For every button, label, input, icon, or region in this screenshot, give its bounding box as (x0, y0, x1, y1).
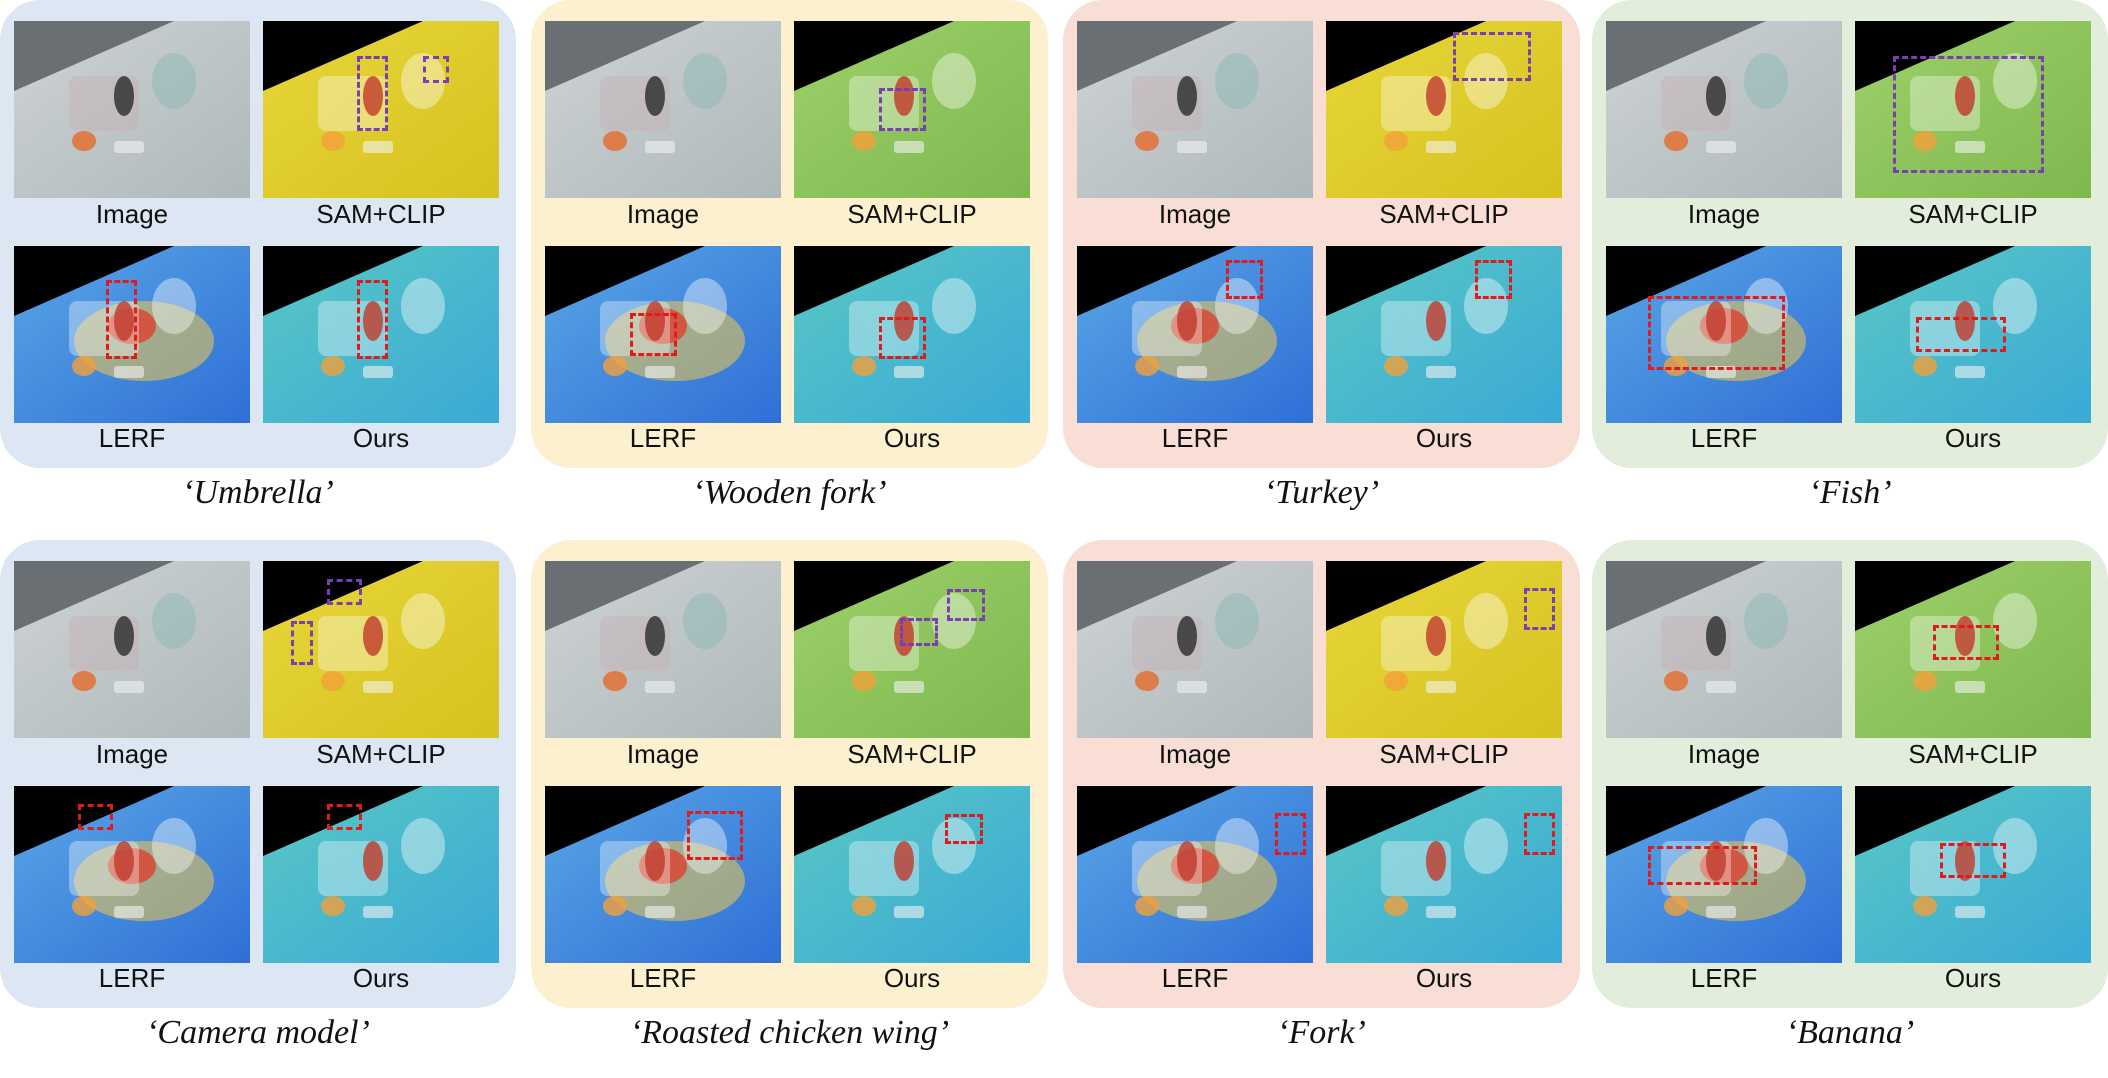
sam-clip-result-image (263, 21, 499, 198)
ours-label: Ours (1944, 963, 2002, 993)
query-caption: ‘Roasted chicken wing’ (629, 1014, 950, 1051)
lerf-result-image (1606, 786, 1842, 963)
sam-clip-result-image (1326, 561, 1562, 738)
dashed-highlight-box (423, 56, 450, 83)
dashed-highlight-box (1524, 812, 1555, 856)
ours-result-image (263, 246, 499, 423)
lerf-result-image (14, 786, 250, 963)
lerf-label: LERF (98, 423, 166, 453)
lerf-result-image (1077, 786, 1313, 963)
lerf-result-image (545, 246, 781, 423)
ours-label: Ours (1944, 423, 2002, 453)
image-result-image (1606, 21, 1842, 198)
sam-clip-label: SAM+CLIP (1379, 739, 1509, 769)
ours-label: Ours (352, 963, 410, 993)
dashed-highlight-box (1892, 56, 2044, 174)
sam-clip-result-image (794, 21, 1030, 198)
image-result-image (1077, 21, 1313, 198)
dashed-highlight-box (1648, 295, 1786, 370)
lerf-label: LERF (629, 423, 697, 453)
dashed-highlight-box (686, 810, 744, 861)
image-label: Image (95, 199, 169, 229)
dashed-highlight-box (357, 279, 389, 360)
image-label: Image (626, 199, 700, 229)
lerf-result-image (1606, 246, 1842, 423)
image-result-image (1077, 561, 1313, 738)
dashed-highlight-box (947, 589, 986, 622)
image-result-image (545, 561, 781, 738)
image-label: Image (1687, 199, 1761, 229)
dashed-highlight-box (1648, 846, 1758, 886)
dashed-highlight-box (1916, 316, 2007, 353)
ours-result-image (263, 786, 499, 963)
ours-result-image (1855, 246, 2091, 423)
sam-clip-label: SAM+CLIP (1908, 739, 2038, 769)
sam-clip-label: SAM+CLIP (1908, 199, 2038, 229)
sam-clip-result-image (794, 561, 1030, 738)
query-caption: ‘Camera model’ (146, 1014, 370, 1051)
sam-clip-label: SAM+CLIP (316, 199, 446, 229)
dashed-highlight-box (629, 313, 678, 356)
dashed-highlight-box (878, 88, 927, 131)
dashed-highlight-box (1939, 842, 2007, 879)
image-result-image (545, 21, 781, 198)
ours-result-image (794, 246, 1030, 423)
dashed-highlight-box (1474, 260, 1513, 300)
sam-clip-label: SAM+CLIP (1379, 199, 1509, 229)
image-label: Image (626, 739, 700, 769)
image-label: Image (1158, 739, 1232, 769)
image-result-image (14, 21, 250, 198)
dashed-highlight-box (1453, 31, 1532, 82)
dashed-highlight-box (1932, 624, 1999, 661)
ours-result-image (1326, 786, 1562, 963)
query-caption: ‘Turkey’ (1263, 474, 1380, 511)
image-label: Image (95, 739, 169, 769)
ours-result-image (1326, 246, 1562, 423)
dashed-highlight-box (1275, 812, 1306, 856)
lerf-result-image (1077, 246, 1313, 423)
lerf-label: LERF (1690, 423, 1758, 453)
sam-clip-label: SAM+CLIP (847, 739, 977, 769)
dashed-highlight-box (900, 617, 938, 646)
lerf-result-image (545, 786, 781, 963)
sam-clip-label: SAM+CLIP (847, 199, 977, 229)
dashed-highlight-box (326, 803, 363, 831)
sam-clip-label: SAM+CLIP (316, 739, 446, 769)
lerf-label: LERF (629, 963, 697, 993)
lerf-result-image (14, 246, 250, 423)
dashed-highlight-box (357, 56, 389, 131)
ours-label: Ours (883, 423, 941, 453)
lerf-label: LERF (1161, 423, 1229, 453)
ours-label: Ours (352, 423, 410, 453)
dashed-highlight-box (291, 621, 313, 666)
image-result-image (14, 561, 250, 738)
lerf-label: LERF (1690, 963, 1758, 993)
sam-clip-result-image (1855, 21, 2091, 198)
query-caption: ‘Fish’ (1808, 474, 1892, 511)
ours-label: Ours (1415, 423, 1473, 453)
query-caption: ‘Fork’ (1277, 1014, 1366, 1051)
query-caption: ‘Wooden fork’ (692, 474, 887, 511)
dashed-highlight-box (326, 578, 363, 606)
image-label: Image (1158, 199, 1232, 229)
query-caption: ‘Banana’ (1785, 1014, 1915, 1051)
dashed-highlight-box (878, 316, 927, 360)
dashed-highlight-box (1225, 260, 1264, 300)
dashed-highlight-box (945, 814, 983, 845)
ours-label: Ours (883, 963, 941, 993)
ours-label: Ours (1415, 963, 1473, 993)
dashed-highlight-box (106, 279, 137, 360)
image-label: Image (1687, 739, 1761, 769)
dashed-highlight-box (1524, 587, 1555, 631)
sam-clip-result-image (1855, 561, 2091, 738)
image-result-image (1606, 561, 1842, 738)
ours-result-image (1855, 786, 2091, 963)
sam-clip-result-image (263, 561, 499, 738)
lerf-label: LERF (98, 963, 166, 993)
ours-result-image (794, 786, 1030, 963)
dashed-highlight-box (77, 803, 114, 831)
lerf-label: LERF (1161, 963, 1229, 993)
query-caption: ‘Umbrella’ (182, 474, 334, 511)
